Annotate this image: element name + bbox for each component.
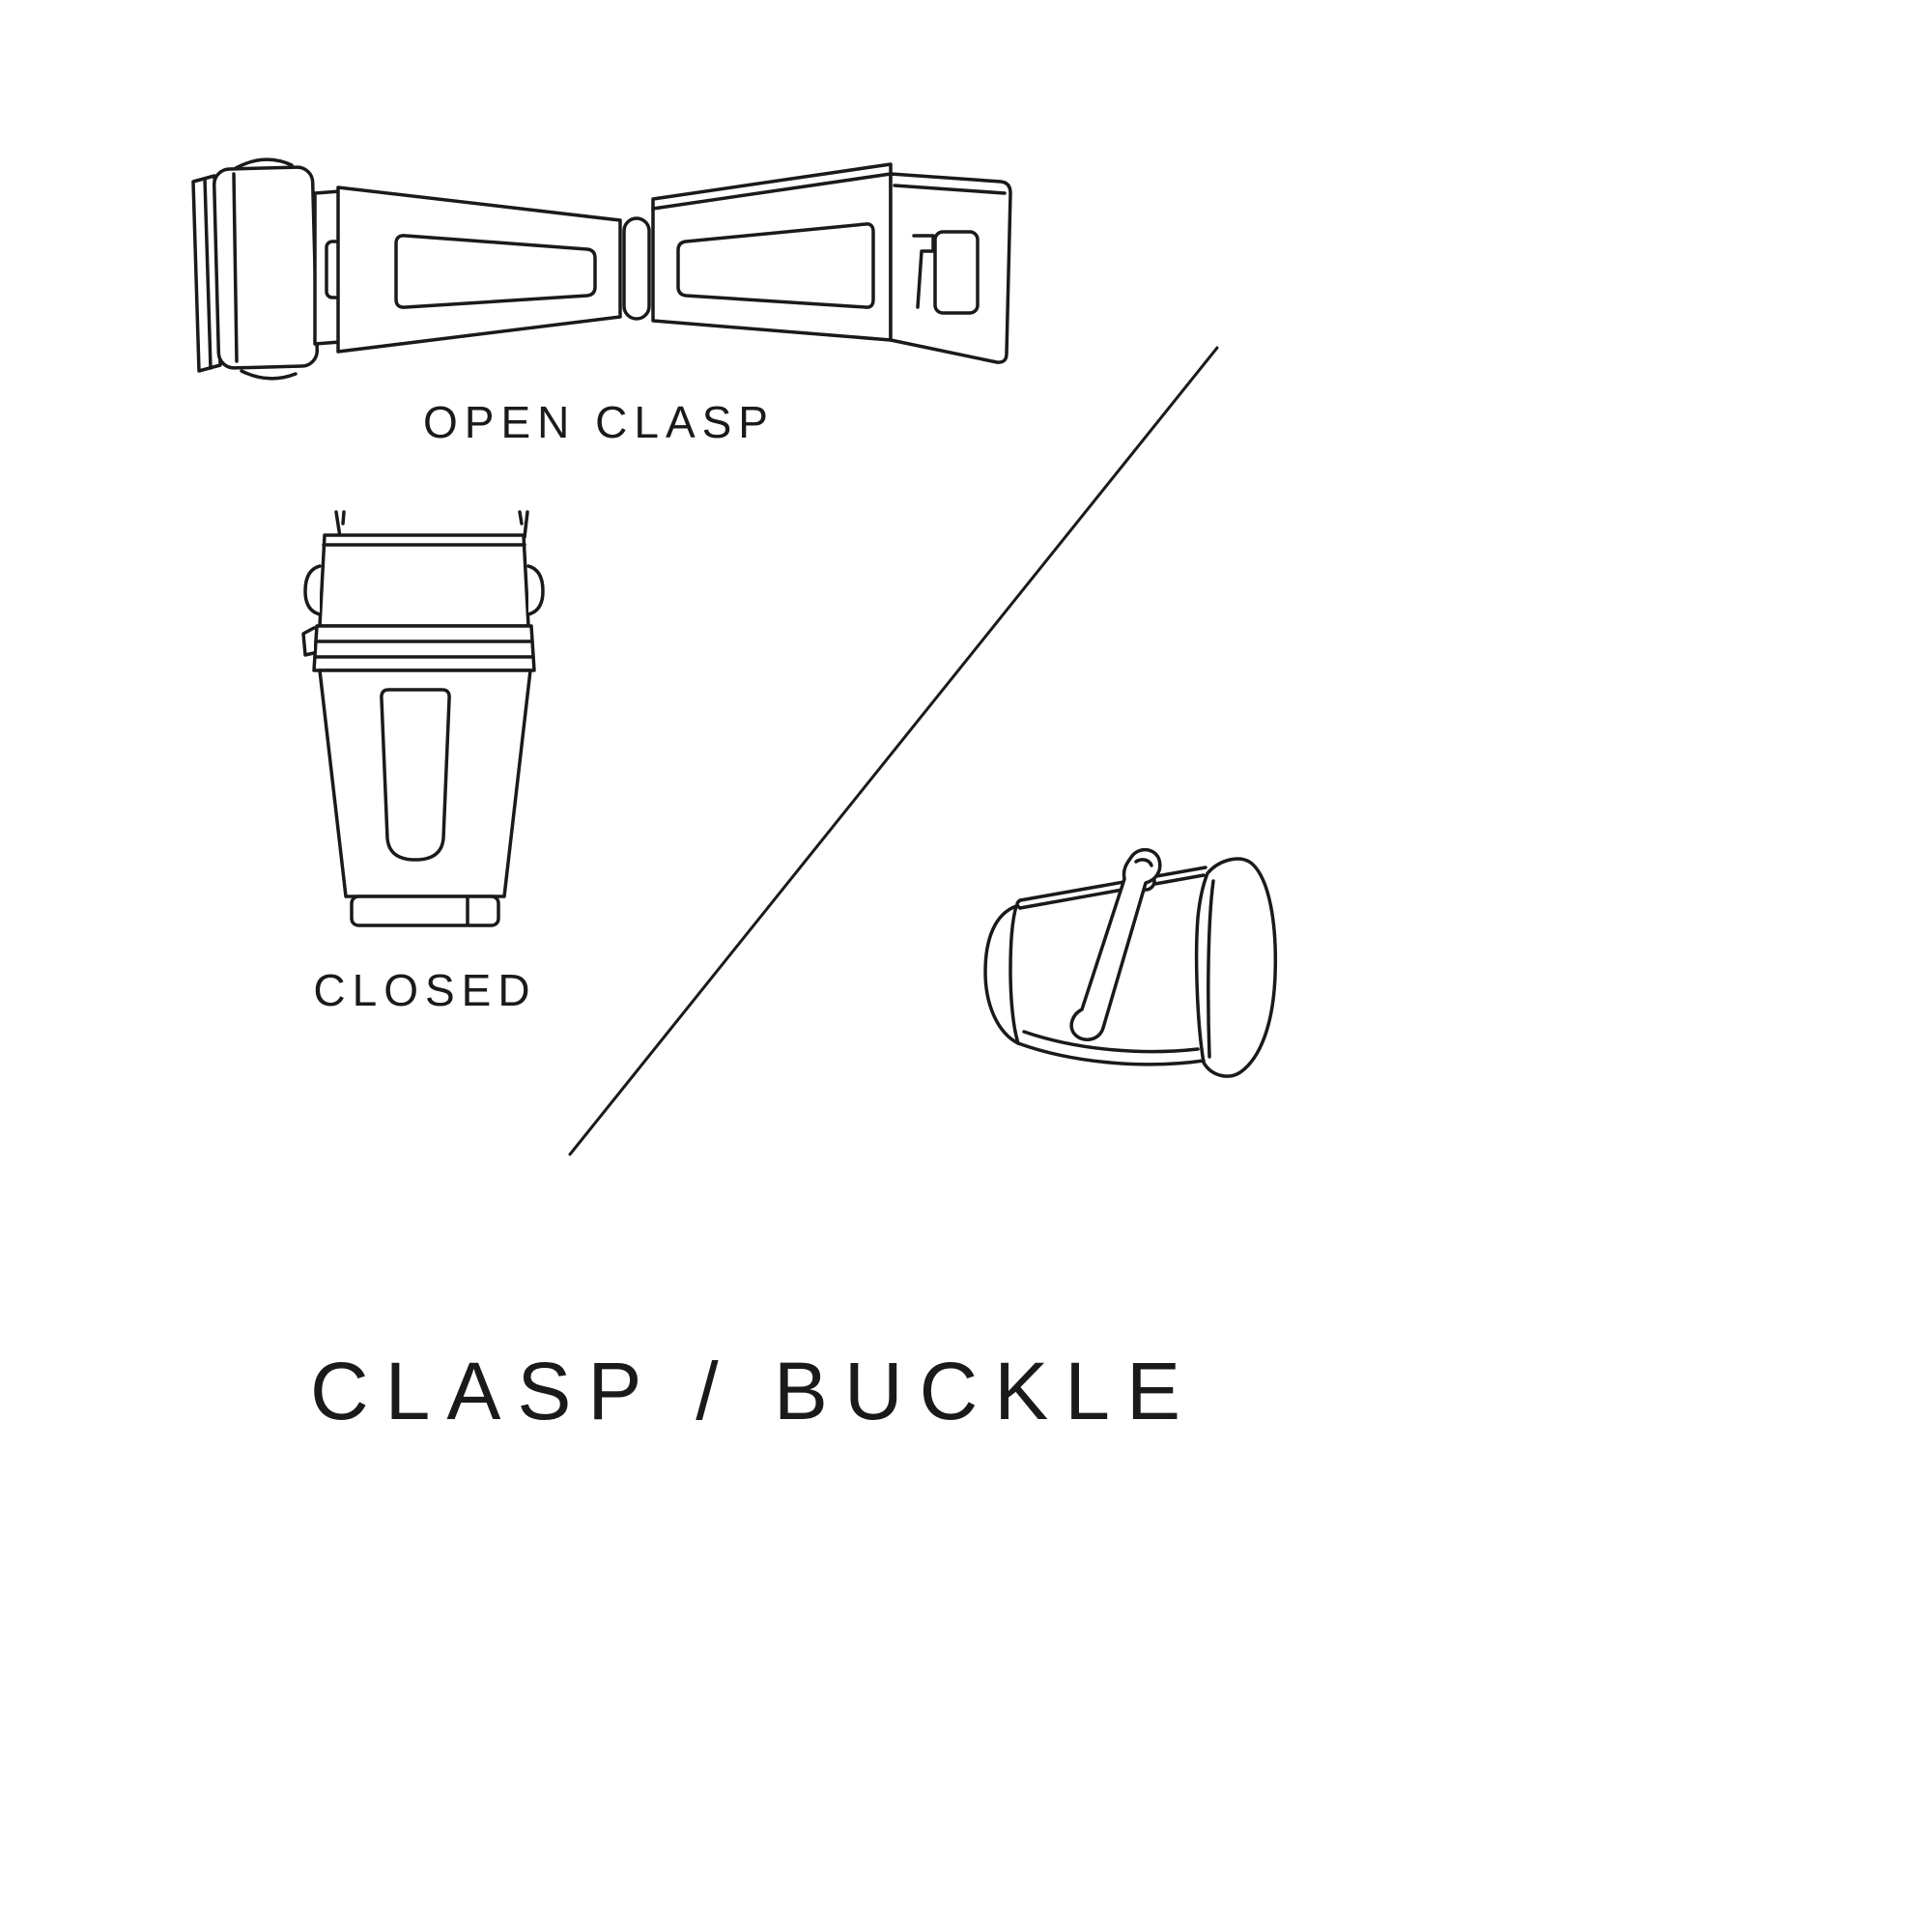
closed-clasp-figure bbox=[290, 510, 560, 935]
open-clasp-figure bbox=[174, 143, 1024, 394]
open-clasp-label: OPEN CLASP bbox=[423, 397, 775, 447]
closed-clasp-label: CLOSED bbox=[313, 965, 537, 1015]
closed-clasp-illustration bbox=[301, 510, 545, 927]
divider-line bbox=[568, 346, 1219, 1156]
page-title: CLASP / BUCKLE bbox=[309, 1346, 1198, 1436]
buckle-figure bbox=[956, 838, 1294, 1109]
buckle-illustration bbox=[983, 847, 1278, 1078]
open-clasp-illustration bbox=[191, 157, 1012, 381]
